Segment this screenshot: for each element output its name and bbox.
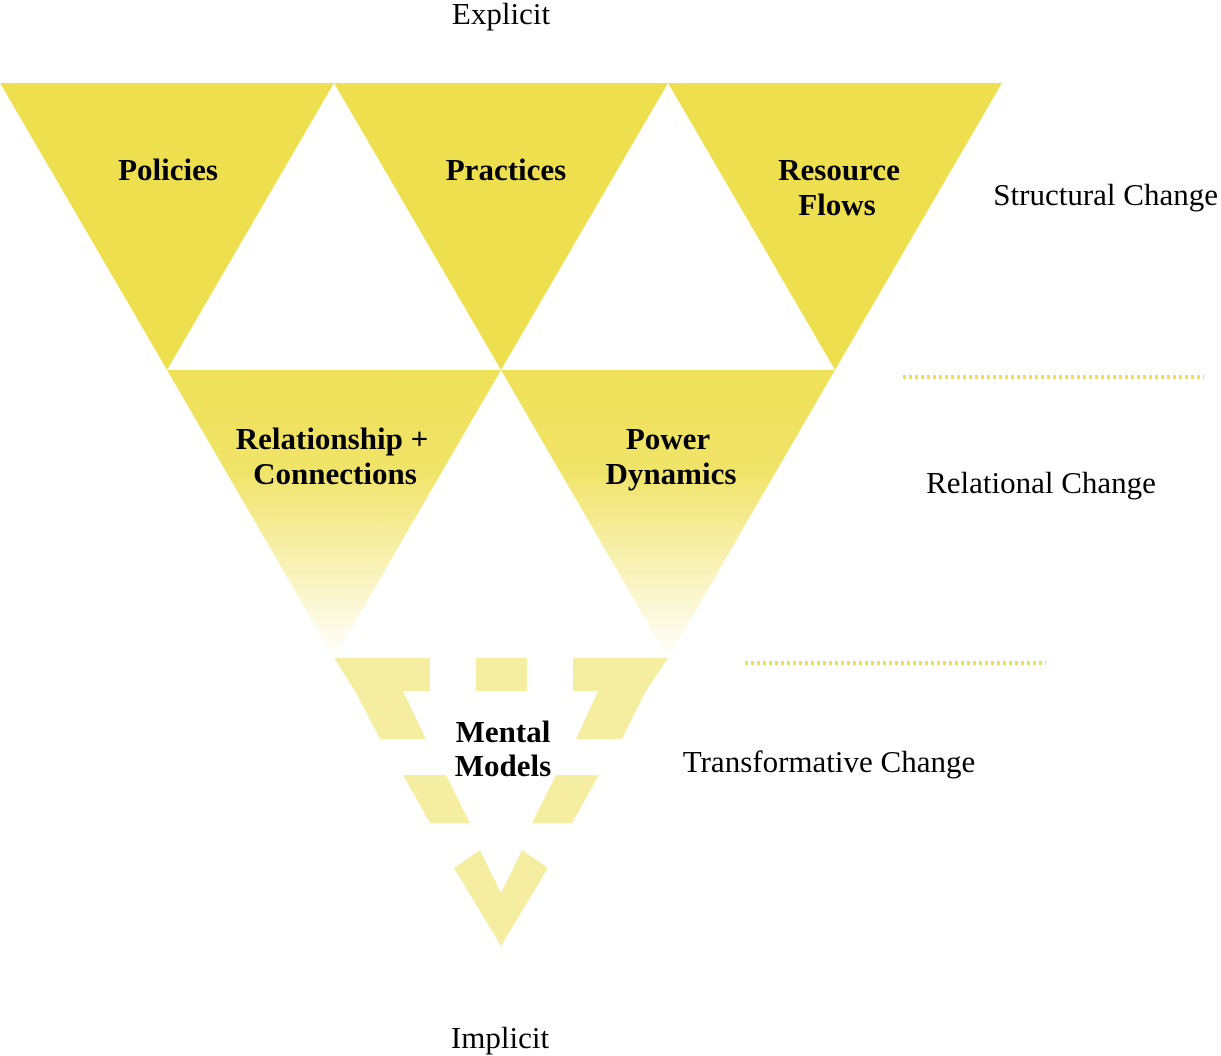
- mental-models-label-line2: Models: [455, 748, 551, 783]
- mental-models-label-line1: Mental: [456, 714, 551, 749]
- resource-flows-label-line1: Resource: [778, 152, 900, 187]
- implicit-label: Implicit: [451, 1020, 550, 1055]
- structural-change-label: Structural Change: [993, 177, 1218, 212]
- policies-label: Policies: [118, 152, 218, 187]
- relationships-label-line2: Connections: [253, 456, 417, 491]
- relationships-label-line1: Relationship +: [236, 421, 429, 456]
- relational-change-label: Relational Change: [926, 465, 1156, 500]
- transformative-change-label: Transformative Change: [683, 744, 975, 779]
- resource-flows-triangle: [668, 83, 1002, 370]
- power-dynamics-triangle: [501, 370, 835, 658]
- practices-label: Practices: [446, 152, 566, 187]
- practices-triangle: [334, 83, 668, 370]
- power-dynamics-label-line1: Power: [626, 421, 711, 456]
- mental-models-dashed-triangle: [334, 658, 668, 946]
- resource-flows-label-line2: Flows: [798, 187, 876, 222]
- relationships-triangle: [167, 370, 501, 658]
- explicit-label: Explicit: [452, 0, 551, 31]
- policies-triangle: [0, 83, 334, 370]
- power-dynamics-label-line2: Dynamics: [606, 456, 737, 491]
